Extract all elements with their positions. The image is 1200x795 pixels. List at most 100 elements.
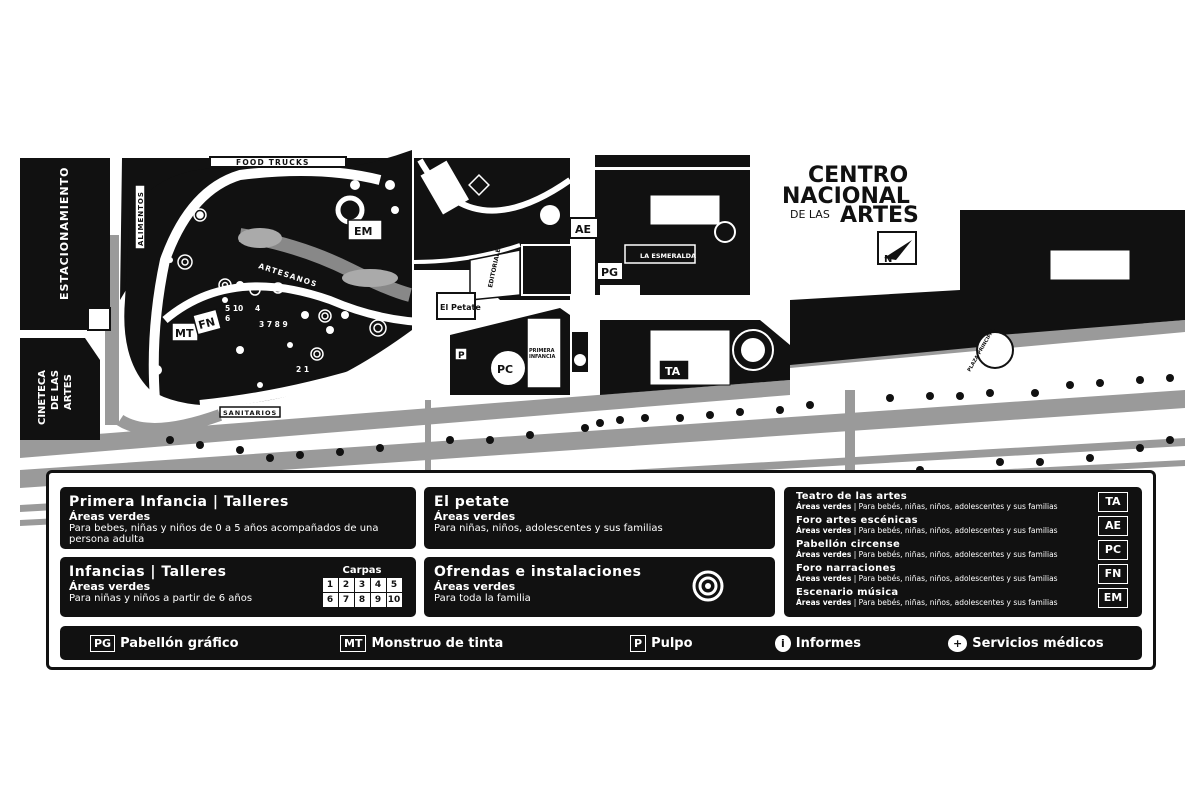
ta-box — [658, 359, 690, 381]
svg-text:DE LAS: DE LAS — [790, 208, 830, 221]
mt-badge: MT — [340, 635, 367, 652]
legend-venues: Teatro de las artes Áreas verdes | Para … — [784, 487, 1142, 617]
venue-sub: Áreas verdes — [796, 574, 852, 583]
primera-infancia-label-1: PRIMERA — [529, 348, 555, 354]
esmeralda-complex — [595, 155, 750, 295]
estacionamiento-label: ESTACIONAMIENTO — [58, 167, 71, 300]
estacionamiento-block — [20, 158, 110, 330]
venue-em: Escenario música Áreas verdes | Para beb… — [796, 587, 1128, 611]
legend-ofrendas: Ofrendas e instalaciones Áreas verdes Pa… — [424, 557, 775, 617]
carpa-cell: 9 — [370, 593, 386, 607]
venue-pc: Pabellón circense Áreas verdes | Para be… — [796, 539, 1128, 563]
food-trucks-strip — [209, 156, 347, 168]
svg-text:5 10: 5 10 — [225, 304, 243, 313]
em-label: EM — [354, 225, 372, 238]
venue-sub: Áreas verdes — [796, 526, 852, 535]
legend-infancias: Infancias | Talleres Áreas verdes Para n… — [60, 557, 416, 617]
medical-icon — [574, 354, 586, 366]
venue-title: Escenario música — [796, 587, 899, 598]
em-box — [347, 219, 383, 241]
footer-mt: MT Monstruo de tinta — [340, 635, 503, 652]
svg-text:CINETECA: CINETECA — [37, 370, 48, 425]
venue-code: AE — [1098, 516, 1128, 536]
footer-pulpo: P Pulpo — [630, 635, 693, 652]
footer-label: Monstruo de tinta — [371, 636, 504, 651]
el-petate-box — [436, 292, 476, 320]
fn-label: FN — [197, 315, 217, 332]
legend-el-petate: El petate Áreas verdes Para niñas, niños… — [424, 487, 775, 549]
svg-text:3 7 8 9: 3 7 8 9 — [259, 320, 288, 329]
venue-title: Foro narraciones — [796, 563, 896, 574]
venue-separator: | — [853, 574, 857, 583]
carpas-markers: 5 10 4 6 3 7 8 9 2 1 — [225, 304, 309, 374]
svg-text:ARTES: ARTES — [63, 374, 74, 410]
carpas-legend: Carpas 1 2 3 4 5 6 7 8 9 10 — [322, 565, 402, 607]
footer-label: Informes — [795, 636, 861, 651]
svg-text:CENTRO: CENTRO — [808, 163, 908, 188]
footer-medicos: + Servicios médicos — [948, 635, 1104, 652]
carpa-cell: 1 — [322, 578, 338, 592]
carpa-cell: 4 — [370, 578, 386, 592]
info-icon: i — [775, 635, 791, 652]
park-trees — [157, 180, 443, 403]
legend-panel: Primera Infancia | Talleres Áreas verdes… — [46, 470, 1156, 670]
venue-desc: Para bebés, niñas, niños, adolescentes y… — [858, 550, 1058, 559]
venue-desc: Para bebés, niñas, niños, adolescentes y… — [858, 526, 1058, 535]
infancias-sub: Áreas verdes — [69, 580, 151, 593]
carpa-cell: 2 — [338, 578, 354, 592]
primera-title: Primera Infancia | Talleres — [69, 494, 289, 510]
svg-text:ARTES: ARTES — [840, 203, 919, 228]
legend-footer: PG Pabellón gráfico MT Monstruo de tinta… — [60, 626, 1142, 660]
venue-separator: | — [853, 550, 857, 559]
el-petate-label: El Petate — [440, 303, 481, 312]
la-esmeralda-label: LA ESMERALDA — [640, 252, 696, 260]
venue-desc: Para bebés, niñas, niños, adolescentes y… — [858, 598, 1058, 607]
spiral-icon — [692, 570, 724, 602]
petate-sub: Áreas verdes — [434, 510, 516, 523]
svg-text:DE LAS: DE LAS — [50, 370, 61, 410]
venue-ae: Foro artes escénicas Áreas verdes | Para… — [796, 515, 1128, 539]
east-buildings — [790, 210, 1185, 369]
roadside-trees — [166, 374, 1174, 474]
venue-ta: Teatro de las artes Áreas verdes | Para … — [796, 491, 1128, 515]
svg-text:N: N — [884, 254, 892, 265]
carpas-title: Carpas — [342, 565, 382, 576]
venue-title: Pabellón circense — [796, 539, 901, 550]
venue-fn: Foro narraciones Áreas verdes | Para beb… — [796, 563, 1128, 587]
svg-text:NACIONAL: NACIONAL — [782, 184, 910, 209]
primera-desc: Para bebes, niñas y niños de 0 a 5 años … — [69, 523, 379, 545]
ta-label: TA — [665, 365, 681, 378]
venue-sub: Áreas verdes — [796, 502, 852, 511]
food-trucks-label: FOOD TRUCKS — [236, 158, 310, 167]
ofrendas-desc: Para toda la familia — [434, 593, 531, 604]
footer-informes: i Informes — [775, 635, 861, 652]
venue-sub: Áreas verdes — [796, 550, 852, 559]
carpas-cells: 1 2 3 4 5 6 7 8 9 10 — [322, 578, 402, 607]
ofrendas-sub: Áreas verdes — [434, 580, 516, 593]
primera-infancia-label-2: INFANCIA — [529, 354, 555, 360]
pulpo-box — [454, 347, 468, 361]
svg-text:4: 4 — [255, 304, 260, 313]
venue-desc: Para bebés, niñas, niños, adolescentes y… — [858, 574, 1058, 583]
mt-label: MT — [175, 327, 194, 340]
medical-cross-icon: + — [948, 635, 968, 652]
pc-label: PC — [497, 363, 513, 376]
venue-sub: Áreas verdes — [796, 598, 852, 607]
svg-text:6: 6 — [225, 314, 230, 323]
svg-text:2 1: 2 1 — [296, 365, 309, 374]
petate-title: El petate — [434, 494, 510, 510]
venue-code: FN — [1098, 564, 1128, 584]
pg-box — [596, 261, 624, 281]
ofrendas-title: Ofrendas e instalaciones — [434, 564, 642, 580]
pulpo-label: P — [458, 351, 465, 361]
pg-label: PG — [601, 266, 618, 279]
primera-sub: Áreas verdes — [69, 510, 151, 523]
carpa-cell: 10 — [386, 593, 402, 607]
pc-area — [450, 308, 570, 395]
cna-logo: CENTRO NACIONAL DE LAS ARTES N — [782, 163, 919, 265]
sanitarios-label: SANITARIOS — [223, 409, 277, 417]
venue-separator: | — [853, 502, 857, 511]
ta-complex — [600, 320, 790, 395]
info-icon — [152, 365, 162, 375]
